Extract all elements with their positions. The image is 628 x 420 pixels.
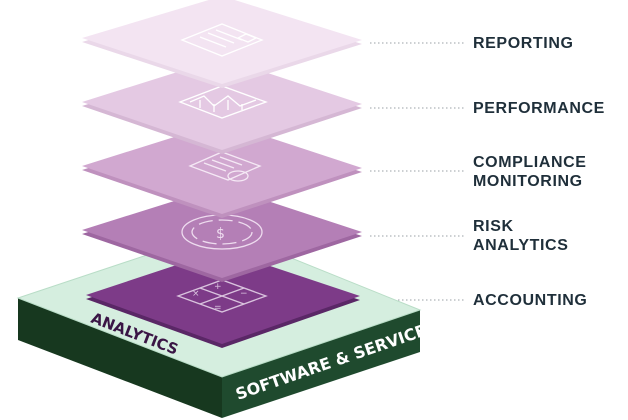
calculator-icon: × − + = [176,279,268,313]
layer-risk-analytics: $ [82,186,362,282]
label-compliance-monitoring: COMPLIANCE MONITORING [473,153,587,191]
label-reporting: REPORTING [473,34,574,53]
label-reporting-line-1: REPORTING [473,35,574,52]
svg-text:$: $ [216,226,225,242]
layer-accounting: × − + = [86,250,360,348]
layer-performance [82,58,362,154]
label-accounting-line-1: ACCOUNTING [473,292,588,309]
label-accounting: ACCOUNTING [473,291,587,310]
label-performance: PERFORMANCE [473,99,605,118]
base-right-side [222,310,420,418]
report-document-icon [180,23,264,57]
label-risk-line-1: RISK [473,218,514,235]
label-risk-analytics: RISK ANALYTICS [473,217,569,255]
layer-reporting [82,0,362,88]
layer-compliance-monitoring [82,122,362,218]
label-compliance-line-2: MONITORING [473,173,583,190]
svg-text:−: − [240,289,248,299]
svg-text:=: = [214,303,222,313]
base-left-side [18,298,222,418]
svg-text:+: + [214,282,222,292]
trend-chart-icon [178,85,268,119]
label-risk-line-2: ANALYTICS [473,237,569,254]
label-compliance-line-1: COMPLIANCE [473,154,587,171]
label-performance-line-1: PERFORMANCE [473,100,605,117]
compliance-document-icon [188,151,262,182]
svg-text:×: × [192,289,200,299]
